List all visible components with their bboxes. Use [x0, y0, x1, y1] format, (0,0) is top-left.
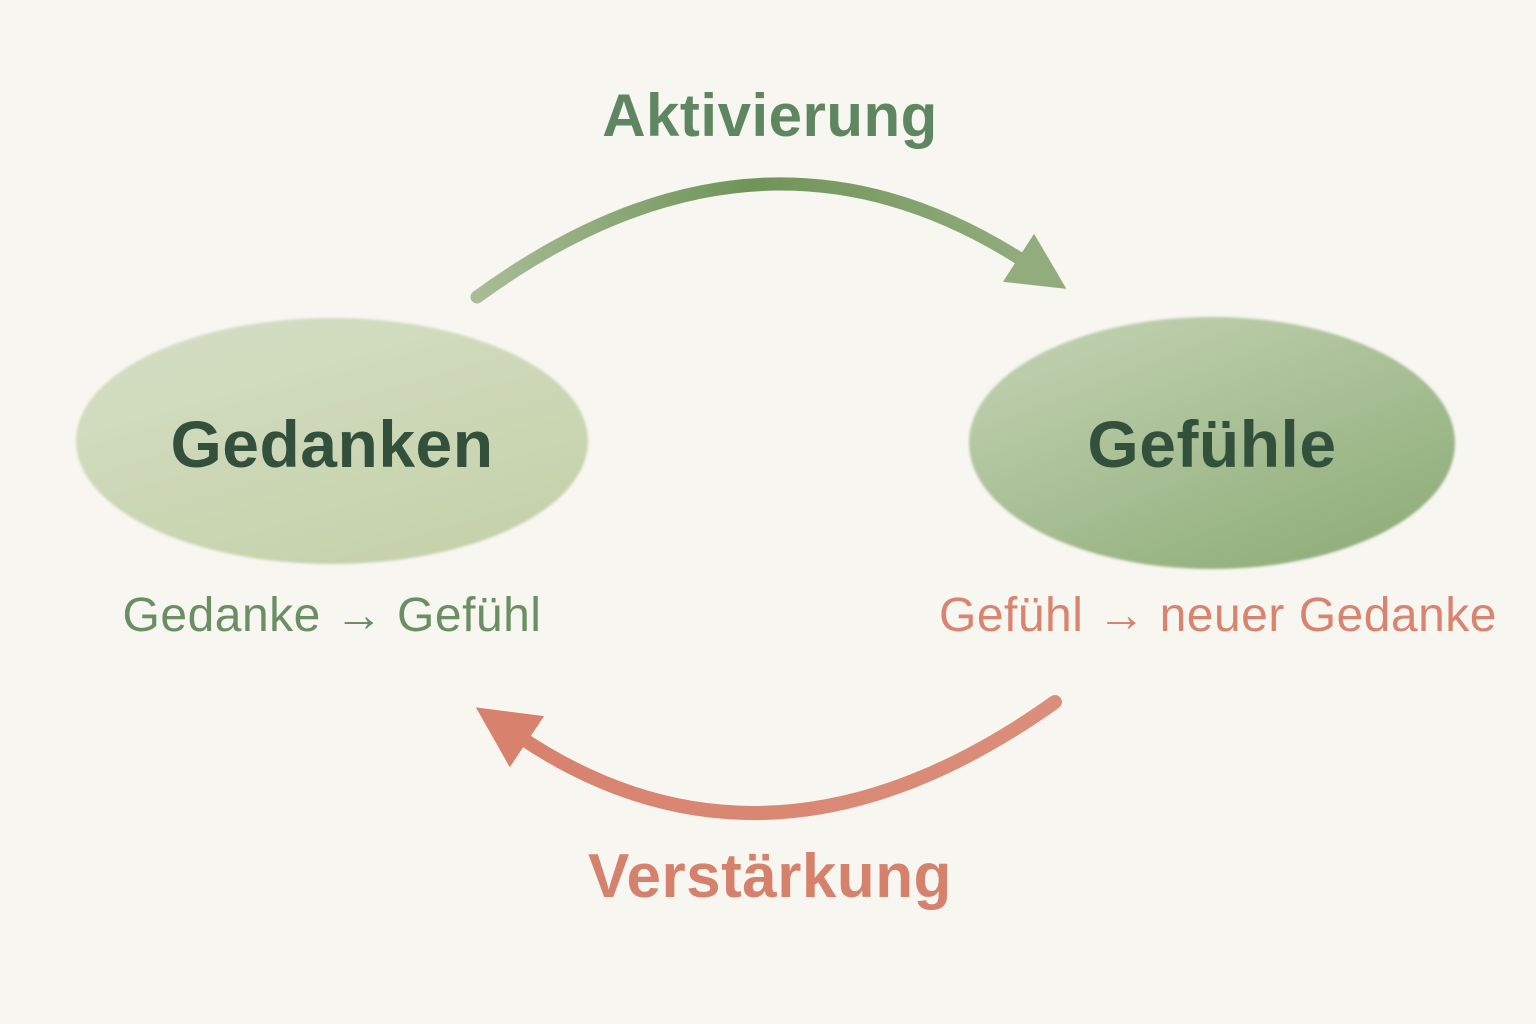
feelings-node-shape: [969, 317, 1455, 569]
feelings-formula-label: Gefühl → neuer Gedanke: [938, 589, 1498, 642]
reinforcement-arrow: [475, 695, 1062, 821]
thoughts-node-label: Gedanken: [170, 407, 494, 481]
reinforcement-arrow-label: Verstärkung: [588, 842, 952, 911]
activation-arrow: [470, 177, 1067, 304]
activation-arrow-label: Aktivierung: [602, 82, 938, 149]
thoughts-formula-label: Gedanke → Gefühl: [122, 589, 542, 642]
feelings-node-label: Gefühle: [1087, 407, 1337, 481]
thoughts-node-shape: [76, 318, 588, 564]
